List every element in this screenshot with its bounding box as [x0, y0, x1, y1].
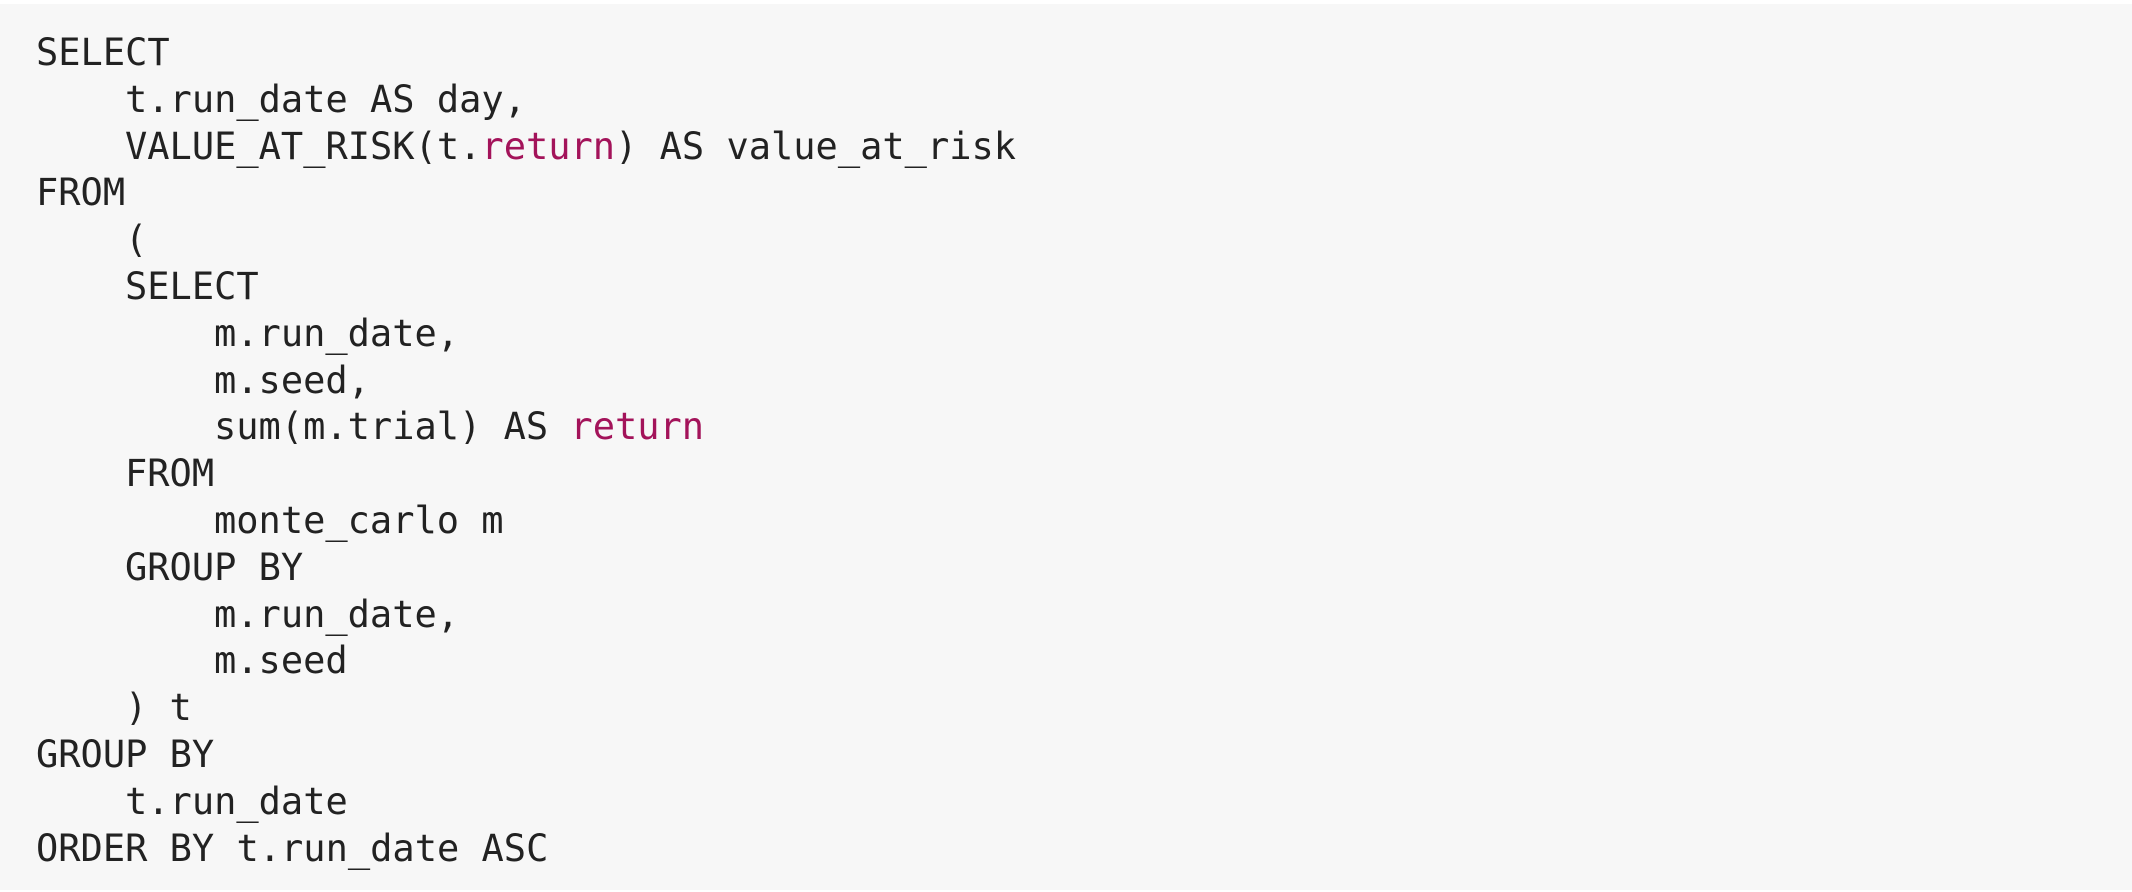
code-text: ) AS value_at_risk	[615, 124, 1017, 168]
code-line: monte_carlo m	[214, 498, 504, 542]
keyword-return: return	[570, 405, 705, 449]
sql-code-block: SELECT t.run_date AS day, VALUE_AT_RISK(…	[0, 4, 2132, 890]
code-line: SELECT	[125, 264, 259, 308]
code-line: sum(m.trial) AS return	[36, 404, 2132, 451]
code-line: t.run_date AS day,	[125, 77, 526, 121]
code-line: ) t	[125, 686, 192, 730]
code-line: m.seed,	[214, 358, 370, 402]
code-line: FROM	[36, 171, 126, 215]
code-line: m.run_date,	[214, 592, 460, 636]
keyword-return: return	[481, 124, 616, 168]
code-text: sum(m.trial) AS	[214, 405, 571, 449]
code-line: ORDER BY t.run_date ASC	[36, 826, 549, 870]
code-line: (	[125, 218, 148, 262]
code-line: t.run_date	[125, 779, 348, 823]
code-line: GROUP BY	[125, 545, 304, 589]
code-line: SELECT	[36, 31, 170, 74]
code-text: VALUE_AT_RISK(t.	[125, 124, 482, 168]
code-line: FROM	[125, 452, 215, 496]
code-line: VALUE_AT_RISK(t.return) AS value_at_risk	[36, 124, 2132, 171]
code-line: GROUP BY	[36, 732, 215, 776]
code-line: m.seed	[214, 639, 348, 683]
code-line: m.run_date,	[214, 311, 460, 355]
